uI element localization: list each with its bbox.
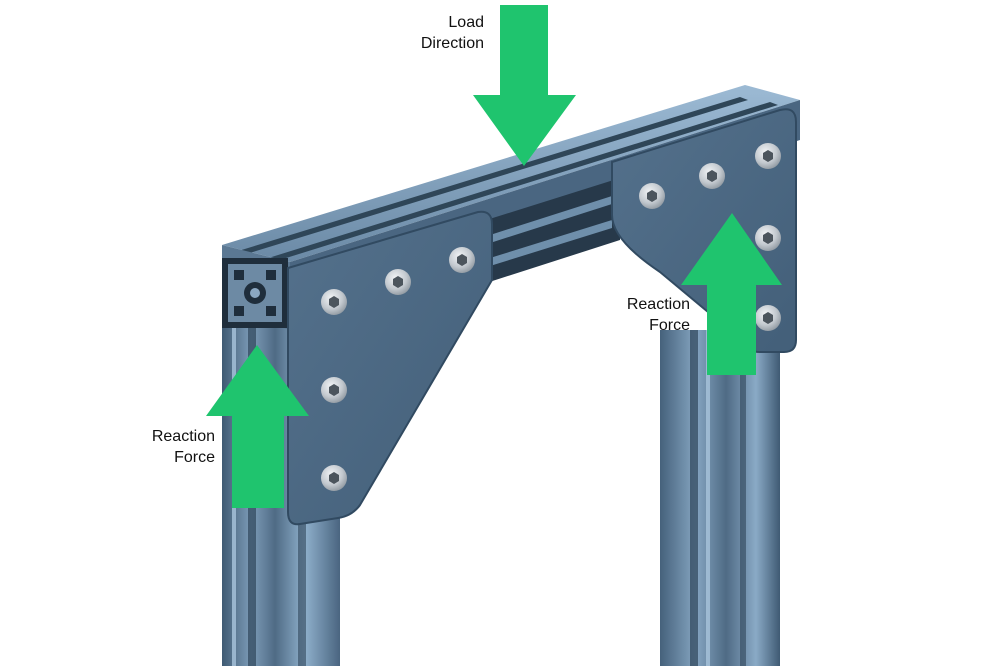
right-post xyxy=(660,330,780,666)
load-direction-arrow xyxy=(473,5,576,166)
reaction-right-line2: Force xyxy=(649,317,690,334)
reaction-left-line1: Reaction xyxy=(151,428,215,445)
bolt-icon xyxy=(755,305,781,331)
bolt-icon xyxy=(449,247,475,273)
profile-cross-section xyxy=(222,258,288,328)
bolt-icon xyxy=(321,289,347,315)
bolt-icon xyxy=(639,183,665,209)
bolt-icon xyxy=(755,225,781,251)
reaction-force-arrow-left xyxy=(206,345,309,508)
bolt-icon xyxy=(385,269,411,295)
bolt-icon xyxy=(321,465,347,491)
load-label-line1: Load xyxy=(448,14,484,31)
bolts xyxy=(321,143,781,491)
bolt-icon xyxy=(321,377,347,403)
bolt-icon xyxy=(699,163,725,189)
reaction-force-label-right: Reaction Force xyxy=(627,294,690,336)
reaction-right-line1: Reaction xyxy=(626,296,690,313)
reaction-left-line2: Force xyxy=(174,449,215,466)
left-gusset-plate xyxy=(287,210,493,526)
load-direction-label: Load Direction xyxy=(421,12,484,54)
reaction-force-arrow-right xyxy=(681,213,782,375)
load-label-line2: Direction xyxy=(420,35,484,52)
reaction-force-label-left: Reaction Force xyxy=(152,426,215,468)
bolt-icon xyxy=(755,143,781,169)
